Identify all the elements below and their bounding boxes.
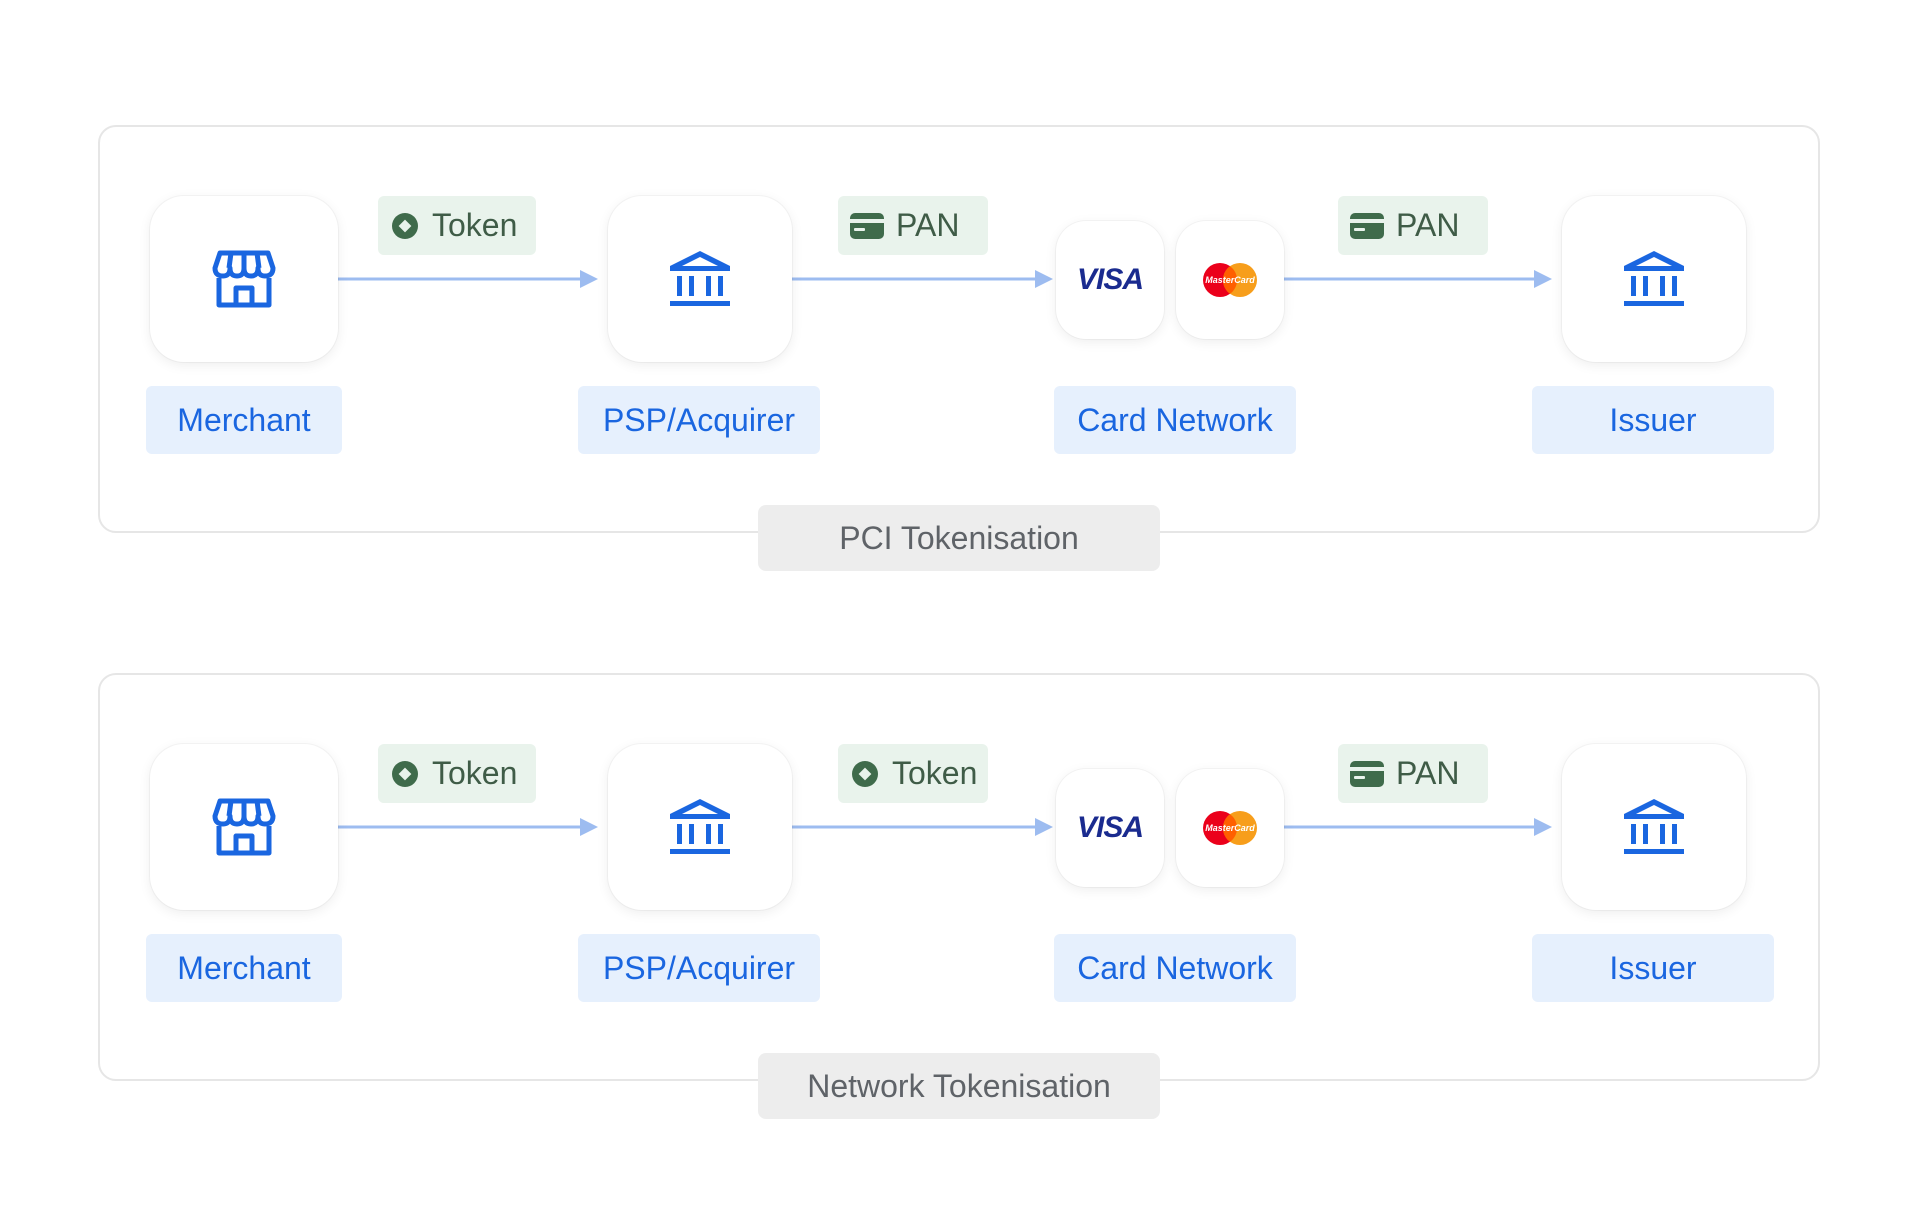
card-icon [850, 212, 884, 239]
mastercard-wordmark: MasterCard [1205, 823, 1255, 833]
edge-label-network-issuer: PAN [1338, 196, 1488, 255]
bank-icon [670, 799, 730, 854]
merchant-node [150, 744, 338, 910]
edge-label-text: PAN [896, 207, 960, 243]
arrowhead [1035, 270, 1053, 288]
store-icon [212, 250, 276, 308]
issuer-node [1562, 196, 1746, 362]
arrowhead [1534, 270, 1552, 288]
diagram-caption: PCI Tokenisation [758, 505, 1160, 571]
psp-label: PSP/Acquirer [578, 386, 820, 454]
issuer-label: Issuer [1532, 386, 1774, 454]
edge-label-psp-network: PAN [838, 196, 988, 255]
merchant-node [150, 196, 338, 362]
issuer-label: Issuer [1532, 934, 1774, 1002]
issuer-node [1562, 744, 1746, 910]
mastercard-logo: MasterCard [1203, 811, 1257, 845]
bank-icon [670, 251, 730, 306]
edge-label-merchant-psp: Token [378, 196, 536, 255]
mastercard-node: MasterCard [1176, 221, 1284, 339]
arrowhead [1035, 818, 1053, 836]
edge-label-network-issuer: PAN [1338, 744, 1488, 803]
merchant-label: Merchant [146, 934, 342, 1002]
visa-logo: VISA [1076, 811, 1144, 844]
edge-label-text: Token [432, 207, 518, 243]
arrowhead [580, 270, 598, 288]
arrowhead [580, 818, 598, 836]
merchant-label: Merchant [146, 386, 342, 454]
visa-node: VISA [1056, 221, 1164, 339]
store-icon [212, 798, 276, 856]
mastercard-wordmark: MasterCard [1205, 275, 1255, 285]
card-network-label: Card Network [1054, 386, 1296, 454]
bank-icon [1624, 799, 1684, 854]
edge-label-text: Token [432, 755, 518, 791]
arrowhead [1534, 818, 1552, 836]
token-icon [850, 759, 880, 789]
diagram-panel-pci: VISA MasterCard Mercha [98, 125, 1820, 571]
edge-label-psp-network: Token [838, 744, 988, 803]
diagram-panel-network: VISA MasterCard Mercha [98, 673, 1820, 1119]
card-icon [1350, 760, 1384, 787]
edge-label-text: PAN [1396, 207, 1460, 243]
mastercard-node: MasterCard [1176, 769, 1284, 887]
token-icon [390, 211, 420, 241]
psp-node [608, 744, 792, 910]
psp-label: PSP/Acquirer [578, 934, 820, 1002]
visa-logo: VISA [1076, 263, 1144, 296]
edge-label-merchant-psp: Token [378, 744, 536, 803]
card-network-label: Card Network [1054, 934, 1296, 1002]
bank-icon [1624, 251, 1684, 306]
visa-node: VISA [1056, 769, 1164, 887]
token-icon [390, 759, 420, 789]
card-icon [1350, 212, 1384, 239]
psp-node [608, 196, 792, 362]
edge-label-text: Token [892, 755, 978, 791]
diagram-caption: Network Tokenisation [758, 1053, 1160, 1119]
mastercard-logo: MasterCard [1203, 263, 1257, 297]
edge-label-text: PAN [1396, 755, 1460, 791]
